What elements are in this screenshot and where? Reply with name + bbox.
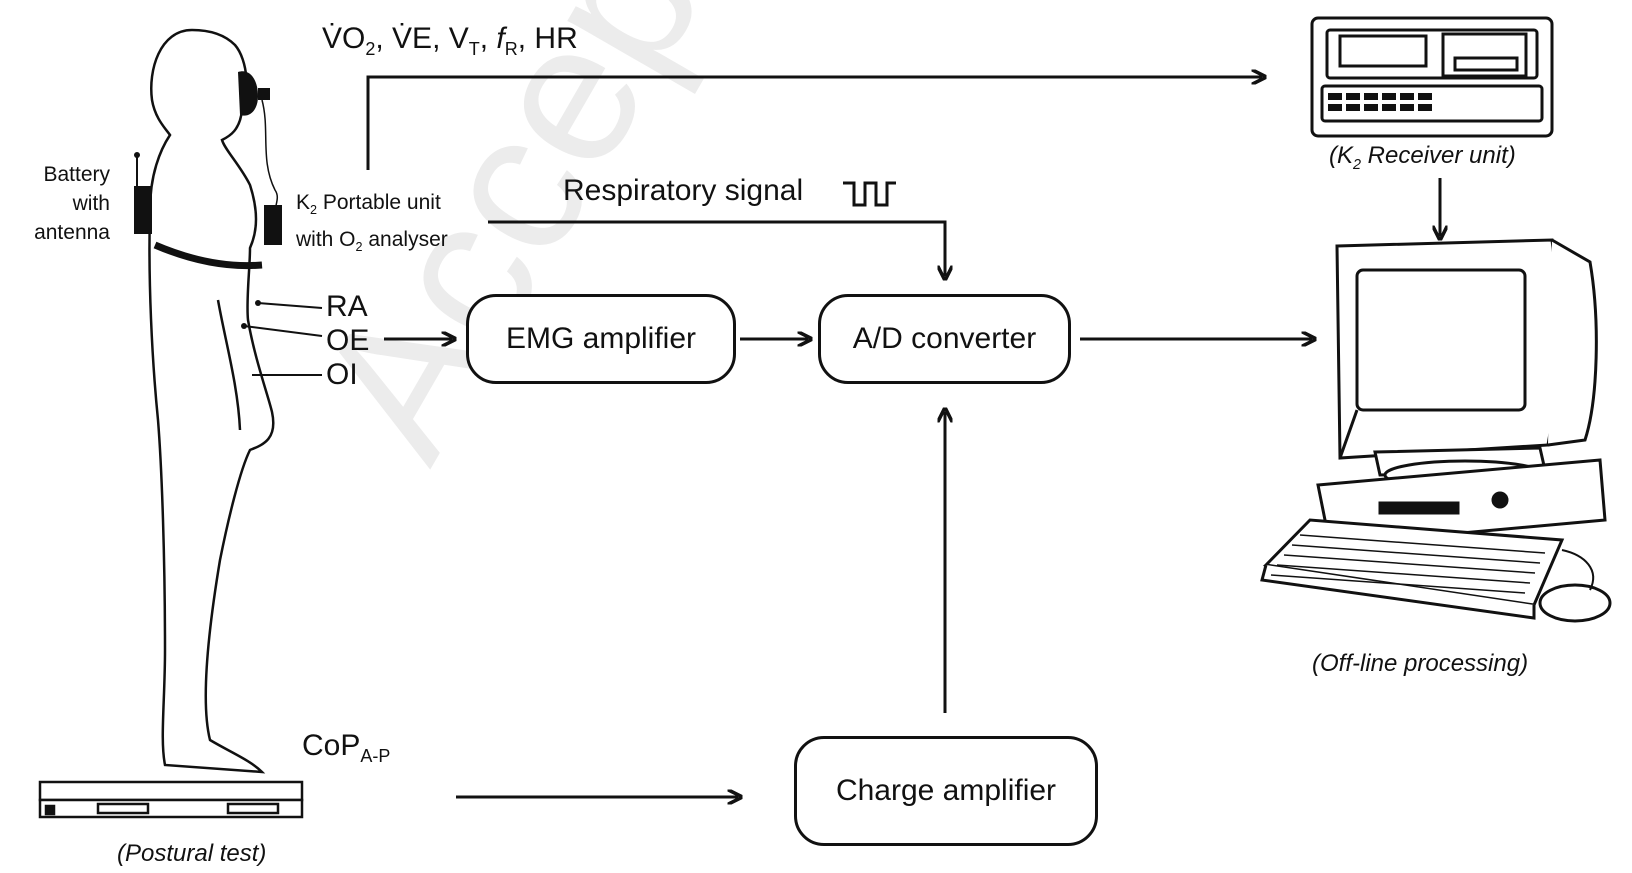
portable-unit-icon — [264, 205, 282, 245]
muscle-oe-label: OE — [326, 324, 370, 357]
ventilatory-signals-label: V̇O2, V̇E, VT, fR, HR — [322, 22, 578, 59]
person-figure — [148, 28, 275, 774]
muscle-oi-label: OI — [326, 358, 358, 391]
emg-amplifier-box: EMG amplifier — [466, 294, 736, 384]
respiratory-signal-label: Respiratory signal — [563, 174, 804, 207]
square-wave-icon — [843, 181, 896, 207]
offline-caption: (Off-line processing) — [1312, 650, 1529, 677]
mask-icon — [238, 71, 270, 116]
charge-amplifier-label: Charge amplifier — [835, 774, 1057, 807]
muscle-labels: RA OE OI — [326, 290, 369, 392]
emg-amplifier-label: EMG amplifier — [505, 322, 697, 355]
arrow-respiratory-to-ad — [488, 220, 945, 276]
receiver-unit-icon — [1310, 16, 1554, 138]
arrow-to-receiver — [366, 77, 1262, 170]
chest-strap — [153, 241, 263, 270]
muscle-ra-label: RA — [326, 290, 368, 323]
computer-icon — [1260, 238, 1612, 623]
force-platform-icon — [38, 780, 304, 819]
charge-amplifier-box: Charge amplifier — [794, 736, 1098, 846]
cop-label: CoPA-P — [302, 729, 391, 766]
ad-converter-label: A/D converter — [852, 322, 1037, 355]
battery-pack-icon — [134, 186, 152, 234]
portable-unit-label: K2 Portable unit with O2 analyser — [296, 191, 448, 255]
receiver-caption: (K2 Receiver unit) — [1329, 142, 1516, 173]
battery-label: Battery with antenna — [34, 163, 110, 244]
ad-converter-box: A/D converter — [818, 294, 1071, 384]
postural-caption: (Postural test) — [117, 840, 267, 867]
mask-tube — [261, 99, 279, 221]
